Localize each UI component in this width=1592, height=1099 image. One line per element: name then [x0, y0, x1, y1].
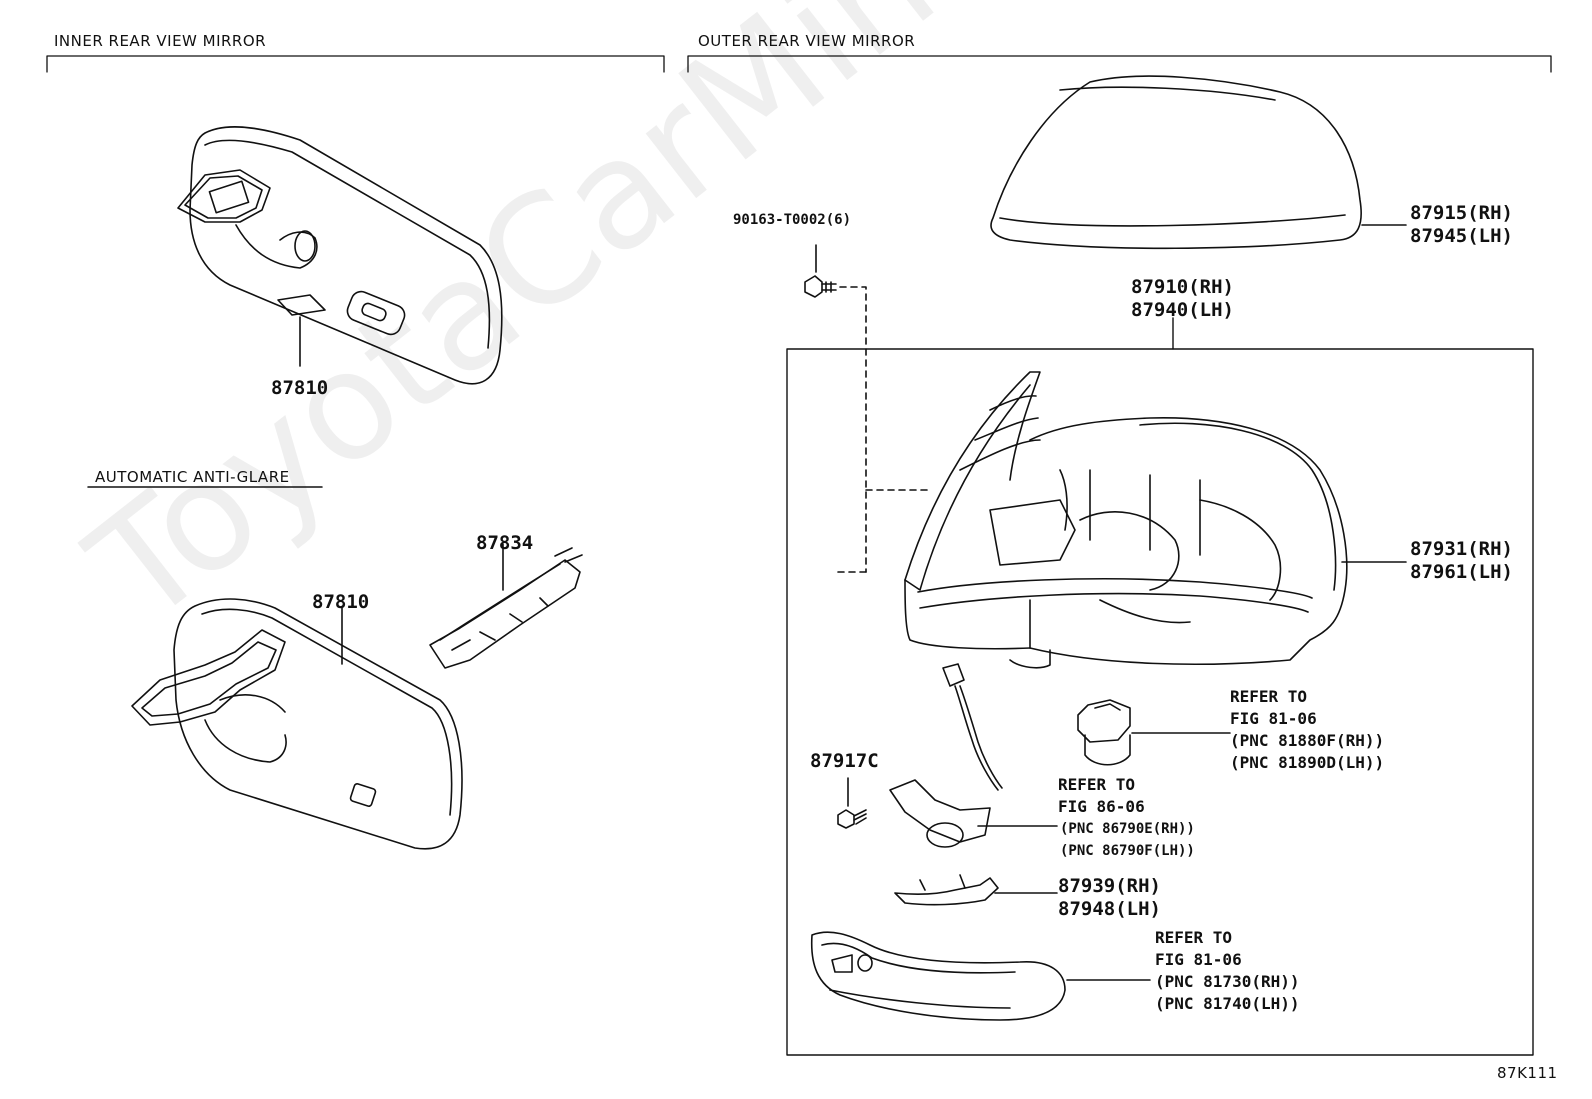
- part-number-assy-lh[interactable]: 87940(LH): [1131, 299, 1234, 321]
- part-number-bracket-lh[interactable]: 87948(LH): [1058, 898, 1161, 920]
- lamp-connector-illustration: [1077, 699, 1231, 766]
- ref-turn-signal-line-1[interactable]: REFER TO: [1155, 928, 1233, 947]
- bolt-illustration: [837, 777, 867, 829]
- ref-lamp-line-3: (PNC 81880F(RH)): [1230, 731, 1385, 750]
- screw-illustration: [804, 244, 931, 573]
- turn-signal-illustration: [810, 931, 1151, 1021]
- ref-lamp-line-2[interactable]: FIG 81-06: [1230, 709, 1317, 728]
- part-number-assy-rh[interactable]: 87910(RH): [1131, 276, 1234, 298]
- part-number-cover-lh[interactable]: 87945(LH): [1410, 225, 1513, 247]
- bracket-illustration: [894, 874, 1058, 906]
- section-title-inner: INNER REAR VIEW MIRROR: [54, 32, 267, 50]
- ref-turn-signal-line-3: (PNC 81730(RH)): [1155, 972, 1300, 991]
- ref-lamp-line-4: (PNC 81890D(LH)): [1230, 753, 1385, 772]
- part-number-bolt[interactable]: 87917C: [810, 750, 879, 772]
- part-number-cover-rh[interactable]: 87915(RH): [1410, 202, 1513, 224]
- part-number-anti-glare-cover[interactable]: 87834: [476, 532, 534, 554]
- mirror-body-illustration: [904, 371, 1407, 669]
- inner-mirror-illustration: [177, 126, 503, 385]
- part-number-anti-glare-mirror[interactable]: 87810: [312, 591, 370, 613]
- assembly-box: [786, 348, 1534, 1056]
- ref-lamp-line-1[interactable]: REFER TO: [1230, 687, 1308, 706]
- ref-camera-line-4: (PNC 86790F(LH)): [1060, 843, 1195, 859]
- ref-turn-signal-line-2[interactable]: FIG 81-06: [1155, 950, 1242, 969]
- section-title-anti-glare: AUTOMATIC ANTI-GLARE: [95, 468, 290, 486]
- section-title-outer: OUTER REAR VIEW MIRROR: [698, 32, 916, 50]
- ref-camera-line-2[interactable]: FIG 86-06: [1058, 797, 1145, 816]
- anti-glare-mirror-illustration: [131, 598, 463, 850]
- section-bracket-inner: [46, 55, 665, 73]
- part-number-screw[interactable]: 90163-T0002(6): [733, 212, 852, 228]
- part-number-mirror-lh[interactable]: 87961(LH): [1410, 561, 1513, 583]
- section-bracket-outer: [687, 55, 1552, 73]
- anti-glare-cover-illustration: [429, 543, 583, 669]
- part-number-inner-mirror[interactable]: 87810: [271, 377, 329, 399]
- ref-turn-signal-line-4: (PNC 81740(LH)): [1155, 994, 1300, 1013]
- camera-harness-illustration: [889, 663, 1058, 848]
- part-number-mirror-rh[interactable]: 87931(RH): [1410, 538, 1513, 560]
- figure-code: 87K111: [1497, 1064, 1558, 1082]
- ref-camera-line-1[interactable]: REFER TO: [1058, 775, 1136, 794]
- mirror-cover-illustration: [990, 75, 1407, 250]
- ref-camera-line-3: (PNC 86790E(RH)): [1060, 821, 1195, 837]
- part-number-bracket-rh[interactable]: 87939(RH): [1058, 875, 1161, 897]
